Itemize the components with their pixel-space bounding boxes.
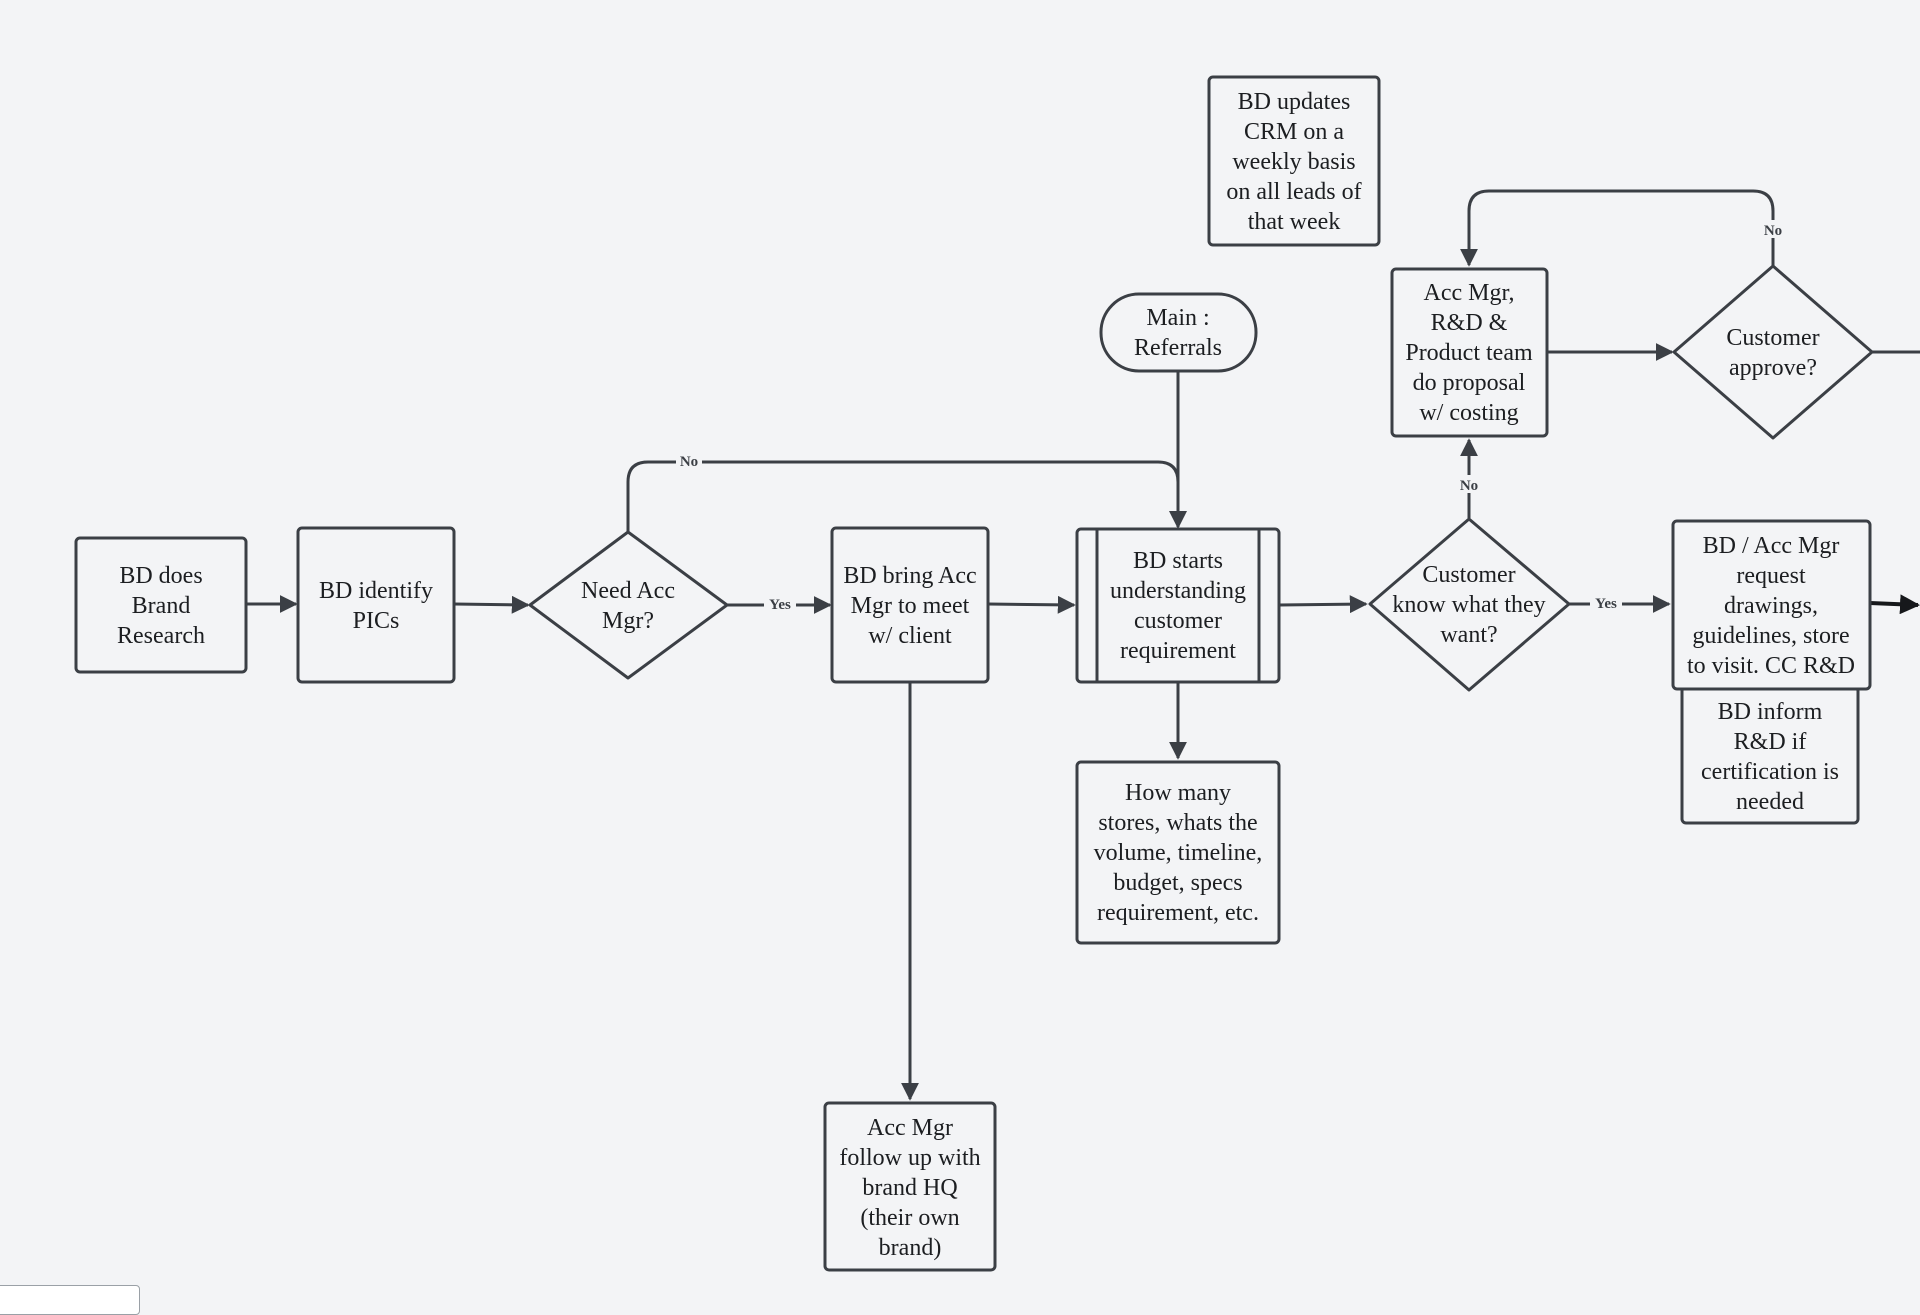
node-request-drawings[interactable]: BD / Acc Mgr request drawings, guidelines, … — [1671, 519, 1872, 691]
node-text-line: CRM on a — [1244, 119, 1344, 145]
node-text-line: budget, specs — [1113, 870, 1242, 896]
node-text-line: certification is — [1701, 759, 1839, 785]
node-text-line: R&D & — [1431, 310, 1508, 336]
node-text-line: on all leads of — [1226, 179, 1361, 205]
edge-labels: No Yes No Yes No — [676, 220, 1786, 613]
node-text-line: understanding — [1110, 578, 1246, 604]
node-text-line: (their own — [860, 1205, 959, 1231]
edge-starts-to-know — [1278, 595, 1368, 614]
node-text-line: Need Acc — [581, 578, 675, 604]
node-how-many-stores[interactable]: How many stores, whats the volume, timelin… — [1075, 760, 1281, 945]
node-proposal[interactable]: Acc Mgr, R&D & Product team do proposal w/ c… — [1390, 267, 1549, 438]
node-text-line: BD starts — [1133, 548, 1223, 574]
node-text-line: w/ costing — [1419, 400, 1518, 426]
edge-need-no — [626, 460, 1187, 532]
edge-approve-no — [1460, 189, 1775, 267]
node-text-line: Main : — [1146, 305, 1209, 331]
node-text-line: volume, timeline, — [1094, 840, 1263, 866]
node-text-line: Product team — [1405, 340, 1533, 366]
edge-label-know-no: No — [1460, 478, 1478, 494]
node-customer-approve-text: Customer approve? — [1726, 325, 1819, 381]
node-text-line: request — [1736, 563, 1806, 589]
node-text-line: do proposal — [1413, 370, 1526, 396]
node-text-line: needed — [1736, 789, 1804, 815]
node-text-line: approve? — [1729, 355, 1817, 381]
node-text-line: Customer — [1726, 325, 1819, 351]
node-text-line: brand) — [879, 1235, 942, 1261]
node-text-line: follow up with — [839, 1145, 980, 1171]
node-customer-approve[interactable]: Customer approve? — [1672, 264, 1874, 440]
node-text-line: brand HQ — [862, 1175, 957, 1201]
node-text-line: w/ client — [868, 623, 952, 649]
node-text-line: Mgr? — [602, 608, 654, 634]
node-customer-know-text: Customer know what they want? — [1392, 562, 1545, 648]
node-text-line: BD does — [119, 563, 202, 589]
node-text-line: BD bring Acc — [843, 563, 976, 589]
node-proposal-text: Acc Mgr, R&D & Product team do proposal w/ c… — [1405, 280, 1533, 426]
node-acc-follow-up[interactable]: Acc Mgr follow up with brand HQ (their own b… — [823, 1101, 997, 1272]
node-request-drawings-text: BD / Acc Mgr request drawings, guidelines, … — [1687, 533, 1855, 679]
node-text-line: BD / Acc Mgr — [1703, 533, 1840, 559]
node-text-line: drawings, — [1724, 593, 1818, 619]
node-starts-understanding[interactable]: BD starts understanding customer requiremen… — [1075, 527, 1281, 684]
node-text-line: BD updates — [1238, 89, 1351, 115]
node-text-line: customer — [1134, 608, 1222, 634]
node-text-line: PICs — [353, 608, 400, 634]
node-main-referrals-text: Main : Referrals — [1134, 305, 1222, 361]
edge-bring-to-starts — [987, 595, 1076, 614]
node-text-line: know what they — [1392, 592, 1545, 618]
node-customer-know[interactable]: Customer know what they want? — [1368, 517, 1571, 692]
connectors — [246, 189, 1920, 1101]
node-text-line: Acc Mgr, — [1423, 280, 1514, 306]
edge-request-exit — [1869, 594, 1920, 615]
node-text-line: requirement — [1120, 638, 1236, 664]
bottom-left-widget[interactable] — [0, 1285, 140, 1315]
edge-identify-to-need — [453, 595, 530, 614]
node-text-line: BD identify — [319, 578, 433, 604]
edge-label-know-yes: Yes — [1595, 596, 1617, 612]
node-text-line: weekly basis — [1232, 149, 1355, 175]
node-text-line: Mgr to meet — [851, 593, 970, 619]
node-main-referrals[interactable]: Main : Referrals — [1099, 292, 1258, 373]
node-text-line: want? — [1440, 622, 1497, 648]
node-text-line: Referrals — [1134, 335, 1222, 361]
node-starts-understanding-text: BD starts understanding customer requiremen… — [1110, 548, 1246, 664]
node-text-line: to visit. CC R&D — [1687, 653, 1855, 679]
node-text-line: BD inform — [1718, 699, 1823, 725]
node-text-line: stores, whats the — [1098, 810, 1257, 836]
node-text-line: Research — [117, 623, 205, 649]
edge-label-need-no: No — [680, 454, 698, 470]
node-how-many-stores-text: How many stores, whats the volume, timelin… — [1094, 780, 1263, 926]
node-text-line: Acc Mgr — [867, 1115, 953, 1141]
node-text-line: Customer — [1422, 562, 1515, 588]
node-text-line: guidelines, store — [1692, 623, 1849, 649]
node-text-line: R&D if — [1734, 729, 1807, 755]
node-text-line: that week — [1248, 209, 1341, 235]
node-text-line: How many — [1125, 780, 1231, 806]
edge-label-need-yes: Yes — [769, 597, 791, 613]
edge-label-approve-no: No — [1764, 223, 1782, 239]
node-text-line: requirement, etc. — [1097, 900, 1259, 926]
node-acc-follow-up-text: Acc Mgr follow up with brand HQ (their own b… — [839, 1115, 980, 1261]
node-text-line: Brand — [132, 593, 191, 619]
